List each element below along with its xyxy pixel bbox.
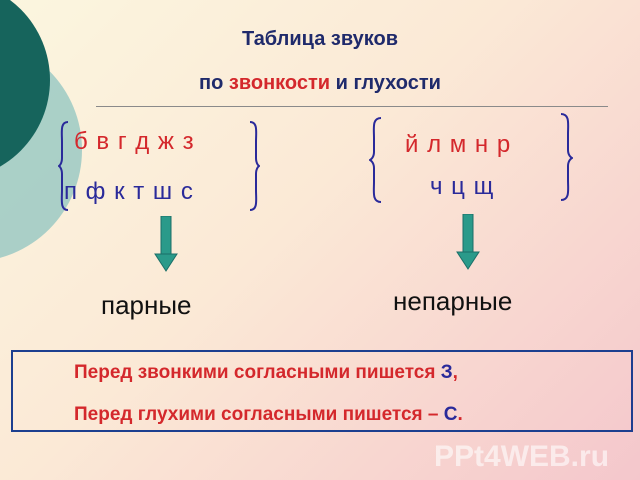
rule-voiced-letter: З <box>440 362 453 383</box>
unpaired-right-bracket <box>560 113 573 201</box>
unpaired-left-bracket <box>369 117 382 203</box>
unpaired-label: непарные <box>393 286 513 316</box>
paired-down-arrow-icon <box>154 216 178 272</box>
rule-voiceless-line: Перед глухими согласными пишется – С. <box>74 404 463 425</box>
paired-voiced-letters: б в г д ж з <box>74 128 195 155</box>
rule-voiced-line: Перед звонкими согласными пишется З, <box>74 362 458 383</box>
title-divider <box>96 106 608 107</box>
subtitle-accent: звонкости <box>228 72 331 94</box>
unpaired-voiced-letters: й л м н р <box>405 131 512 158</box>
paired-label: парные <box>101 290 192 320</box>
spelling-rule-box <box>11 350 633 432</box>
unpaired-voiceless-letters: ч ц щ <box>430 173 495 200</box>
unpaired-down-arrow-icon <box>456 214 480 270</box>
paired-right-bracket <box>249 121 260 211</box>
paired-voiceless-letters: п ф к т ш с <box>64 178 194 205</box>
page-subtitle: по звонкости и глухости <box>199 72 441 94</box>
rule-voiceless-letter: С <box>443 404 458 425</box>
paired-left-bracket <box>58 121 69 211</box>
page-title: Таблица звуков <box>241 28 399 50</box>
watermark-logo: PPt4WEB.ru <box>434 440 610 473</box>
